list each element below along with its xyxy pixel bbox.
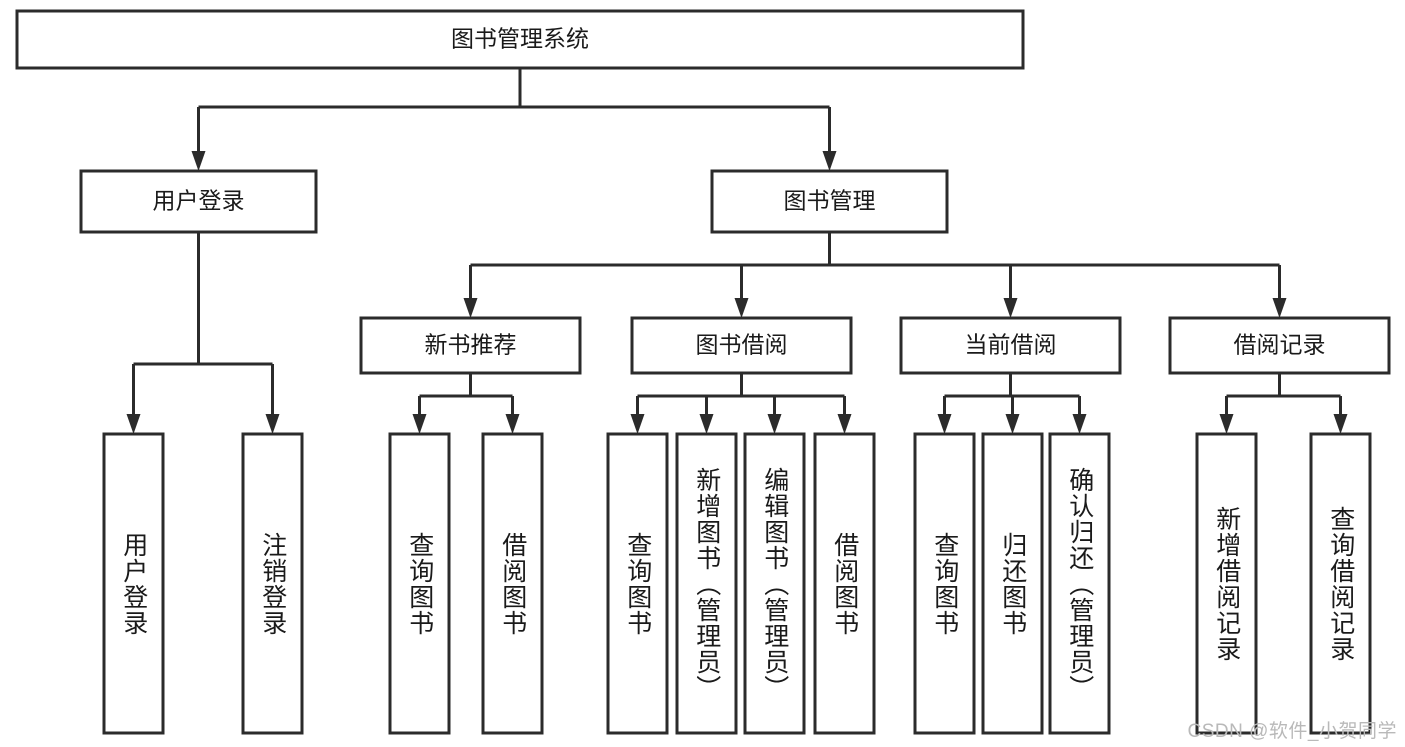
- node-label-root: 图书管理系统: [451, 26, 589, 52]
- arrow-head: [1072, 414, 1087, 434]
- node-box-leaf-user-logout[interactable]: [241, 432, 304, 735]
- node-box-leaf-add-book-admin[interactable]: [675, 432, 738, 735]
- node-box-current-borrow[interactable]: [899, 316, 1122, 375]
- boxes-layer: [15, 9, 1391, 735]
- arrow-head: [767, 414, 782, 434]
- node-label-user-login: 用户登录: [153, 188, 245, 214]
- arrow-head: [1219, 414, 1234, 434]
- arrow-head: [630, 414, 645, 434]
- node-box-leaf-query-book-rec[interactable]: [388, 432, 451, 735]
- arrow-head: [1333, 414, 1348, 434]
- node-box-user-login[interactable]: [79, 169, 318, 234]
- node-label-new-book-recommend: 新书推荐: [425, 332, 517, 358]
- arrow-head: [463, 298, 478, 318]
- connectors-layer: [126, 68, 1348, 434]
- node-box-leaf-user-login[interactable]: [102, 432, 165, 735]
- arrow-head: [1005, 414, 1020, 434]
- node-label-borrow-record: 借阅记录: [1234, 332, 1326, 358]
- arrow-head: [822, 151, 837, 171]
- node-box-root[interactable]: [15, 9, 1025, 70]
- arrow-head: [1003, 298, 1018, 318]
- arrow-head: [412, 414, 427, 434]
- node-box-leaf-confirm-return-admin[interactable]: [1048, 432, 1111, 735]
- arrow-head: [699, 414, 714, 434]
- node-box-leaf-add-borrow-record[interactable]: [1195, 432, 1258, 735]
- arrow-head: [126, 414, 141, 434]
- watermark: CSDN @软件_小贺同学: [1187, 721, 1397, 742]
- arrow-head: [191, 151, 206, 171]
- node-box-leaf-return-book[interactable]: [981, 432, 1044, 735]
- node-box-leaf-query-borrow-record[interactable]: [1309, 432, 1372, 735]
- arrow-head: [937, 414, 952, 434]
- node-label-current-borrow: 当前借阅: [965, 332, 1057, 358]
- arrow-head: [265, 414, 280, 434]
- arrow-head: [1272, 298, 1287, 318]
- node-box-book-borrow[interactable]: [630, 316, 853, 375]
- arrow-head: [837, 414, 852, 434]
- node-box-leaf-query-book-cur[interactable]: [913, 432, 976, 735]
- arrow-head: [505, 414, 520, 434]
- node-box-leaf-borrow-book-rec[interactable]: [481, 432, 544, 735]
- node-label-book-borrow: 图书借阅: [696, 332, 788, 358]
- arrow-head: [734, 298, 749, 318]
- node-box-borrow-record[interactable]: [1168, 316, 1391, 375]
- node-box-new-book-recommend[interactable]: [359, 316, 582, 375]
- node-box-book-management[interactable]: [710, 169, 949, 234]
- node-label-book-management: 图书管理: [784, 188, 876, 214]
- node-box-leaf-borrow-book[interactable]: [813, 432, 876, 735]
- node-box-leaf-query-book-borrow[interactable]: [606, 432, 669, 735]
- node-box-leaf-edit-book-admin[interactable]: [743, 432, 806, 735]
